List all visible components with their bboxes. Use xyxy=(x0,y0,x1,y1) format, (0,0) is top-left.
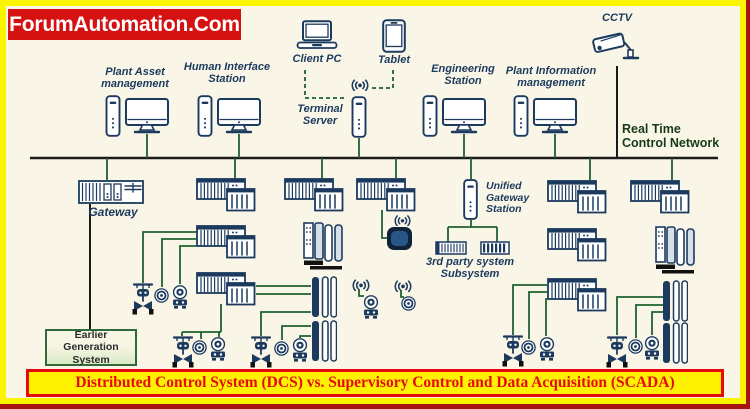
label-realtime-network: Real Time Control Network xyxy=(622,122,720,151)
controller-rack-icon xyxy=(547,180,607,214)
monitor-icon xyxy=(442,98,486,134)
wireless-gateway-icon xyxy=(387,227,412,250)
gateway-rack-icon xyxy=(78,180,144,204)
gauge-icon xyxy=(521,340,536,355)
label-client-pc: Client PC xyxy=(292,53,342,65)
io-bars-icon xyxy=(662,280,688,322)
valve-icon xyxy=(250,336,272,368)
bars-right-instrument-links xyxy=(616,296,663,338)
instrument-cluster-1 xyxy=(132,283,188,315)
title-banner: Distributed Control System (DCS) vs. Sup… xyxy=(26,369,724,397)
valve-icon xyxy=(502,335,524,367)
title-banner-text: Distributed Control System (DCS) vs. Sup… xyxy=(75,374,675,391)
instrument-cluster-3 xyxy=(250,336,308,368)
io-bars-icon xyxy=(662,322,688,364)
io-rack-icon xyxy=(196,225,256,259)
server-stack-icon xyxy=(655,226,695,274)
instrument-cluster-4 xyxy=(502,335,555,367)
monitor-icon xyxy=(533,98,577,134)
tower-icon xyxy=(197,95,213,137)
tablet-wireless-link xyxy=(372,70,394,89)
terminal-wifi-icon xyxy=(351,79,369,91)
third-party-rack-icon xyxy=(480,241,510,255)
wireless-transmitter-icon xyxy=(363,295,379,319)
wireless-transmitter-wifi-icon xyxy=(352,279,370,291)
plant-asset-workstation xyxy=(105,95,169,137)
monitor-icon xyxy=(125,98,169,134)
tower-icon xyxy=(105,95,121,137)
instrument-cluster-5 xyxy=(606,336,660,368)
monitor-icon xyxy=(217,98,261,134)
ugs-subsystem-links xyxy=(447,220,498,242)
third-party-rack-icon xyxy=(435,241,467,255)
cctv-icon xyxy=(592,31,640,60)
transmitter-icon xyxy=(644,336,660,360)
valve-icon xyxy=(606,336,628,368)
human-interface-workstation xyxy=(197,95,261,137)
controller-rack-icon xyxy=(284,178,344,212)
bottom-edge-strip xyxy=(0,404,750,409)
transmitter-icon xyxy=(292,338,308,362)
label-engineering: Engineering Station xyxy=(431,63,495,88)
valve-icon xyxy=(172,336,194,368)
rack-i-instrument-links xyxy=(512,284,547,339)
io-bars-icon xyxy=(311,276,337,318)
earlier-generation-text: Earlier Generation System xyxy=(63,328,119,366)
valve-icon xyxy=(132,283,154,315)
label-cctv: CCTV xyxy=(602,12,632,24)
client-pc-icon xyxy=(296,20,338,49)
plant-info-workstation xyxy=(513,95,577,137)
label-terminal-server: Terminal Server xyxy=(297,103,343,128)
gauge-icon xyxy=(192,340,207,355)
terminal-server-icon xyxy=(351,96,367,138)
tower-icon xyxy=(422,95,438,137)
io-rack-icon xyxy=(196,272,256,306)
site-logo: ForumAutomation.Com xyxy=(8,9,241,40)
station-drop-lines xyxy=(146,134,556,158)
label-unified-gateway: Unified Gateway Station xyxy=(486,180,530,216)
gauge-icon xyxy=(274,341,289,356)
server-stack-icon xyxy=(303,222,343,270)
tower-icon xyxy=(513,95,529,137)
controller-rack-icon xyxy=(196,178,256,212)
io-bars-icon xyxy=(311,320,337,362)
instrument-cluster-2 xyxy=(172,336,226,368)
wireless-gauge-wifi-icon xyxy=(394,280,412,292)
label-human-interface: Human Interface Station xyxy=(183,61,271,86)
bars-mid-instrument-links xyxy=(260,311,311,340)
right-edge-strip xyxy=(746,0,750,409)
transmitter-icon xyxy=(210,337,226,361)
rack-f1-instrument-links xyxy=(142,231,196,287)
rack-f2-bars-links xyxy=(256,285,311,295)
io-rack-icon xyxy=(547,228,607,262)
io-rack-icon xyxy=(547,278,607,312)
engineering-workstation xyxy=(422,95,486,137)
label-plant-asset: Plant Asset management xyxy=(101,66,169,91)
rack-f2-instrument-links xyxy=(181,304,222,339)
earlier-generation-box: Earlier Generation System xyxy=(45,329,137,366)
wireless-gateway-link xyxy=(381,210,387,239)
wireless-gauge-icon xyxy=(401,296,416,311)
tablet-icon xyxy=(382,19,406,53)
label-tablet: Tablet xyxy=(378,54,410,66)
label-plant-info: Plant Information management xyxy=(505,65,597,90)
wireless-gateway-wifi-icon xyxy=(394,215,411,226)
transmitter-icon xyxy=(539,337,555,361)
controller-rack-icon xyxy=(630,180,690,214)
label-gateway: Gateway xyxy=(88,205,138,219)
clientpc-wireless-link xyxy=(304,70,345,99)
label-third-party: 3rd party system Subsystem xyxy=(425,256,515,281)
wireless-field-links xyxy=(358,289,404,298)
site-logo-text: ForumAutomation.Com xyxy=(9,12,240,36)
gauge-icon xyxy=(628,339,643,354)
connection-lines xyxy=(30,66,718,340)
controller-rack-icon xyxy=(356,178,416,212)
rack-drop-lines xyxy=(106,158,673,180)
gauge-icon xyxy=(154,288,169,303)
unified-gateway-icon xyxy=(463,179,478,220)
transmitter-icon xyxy=(172,285,188,309)
